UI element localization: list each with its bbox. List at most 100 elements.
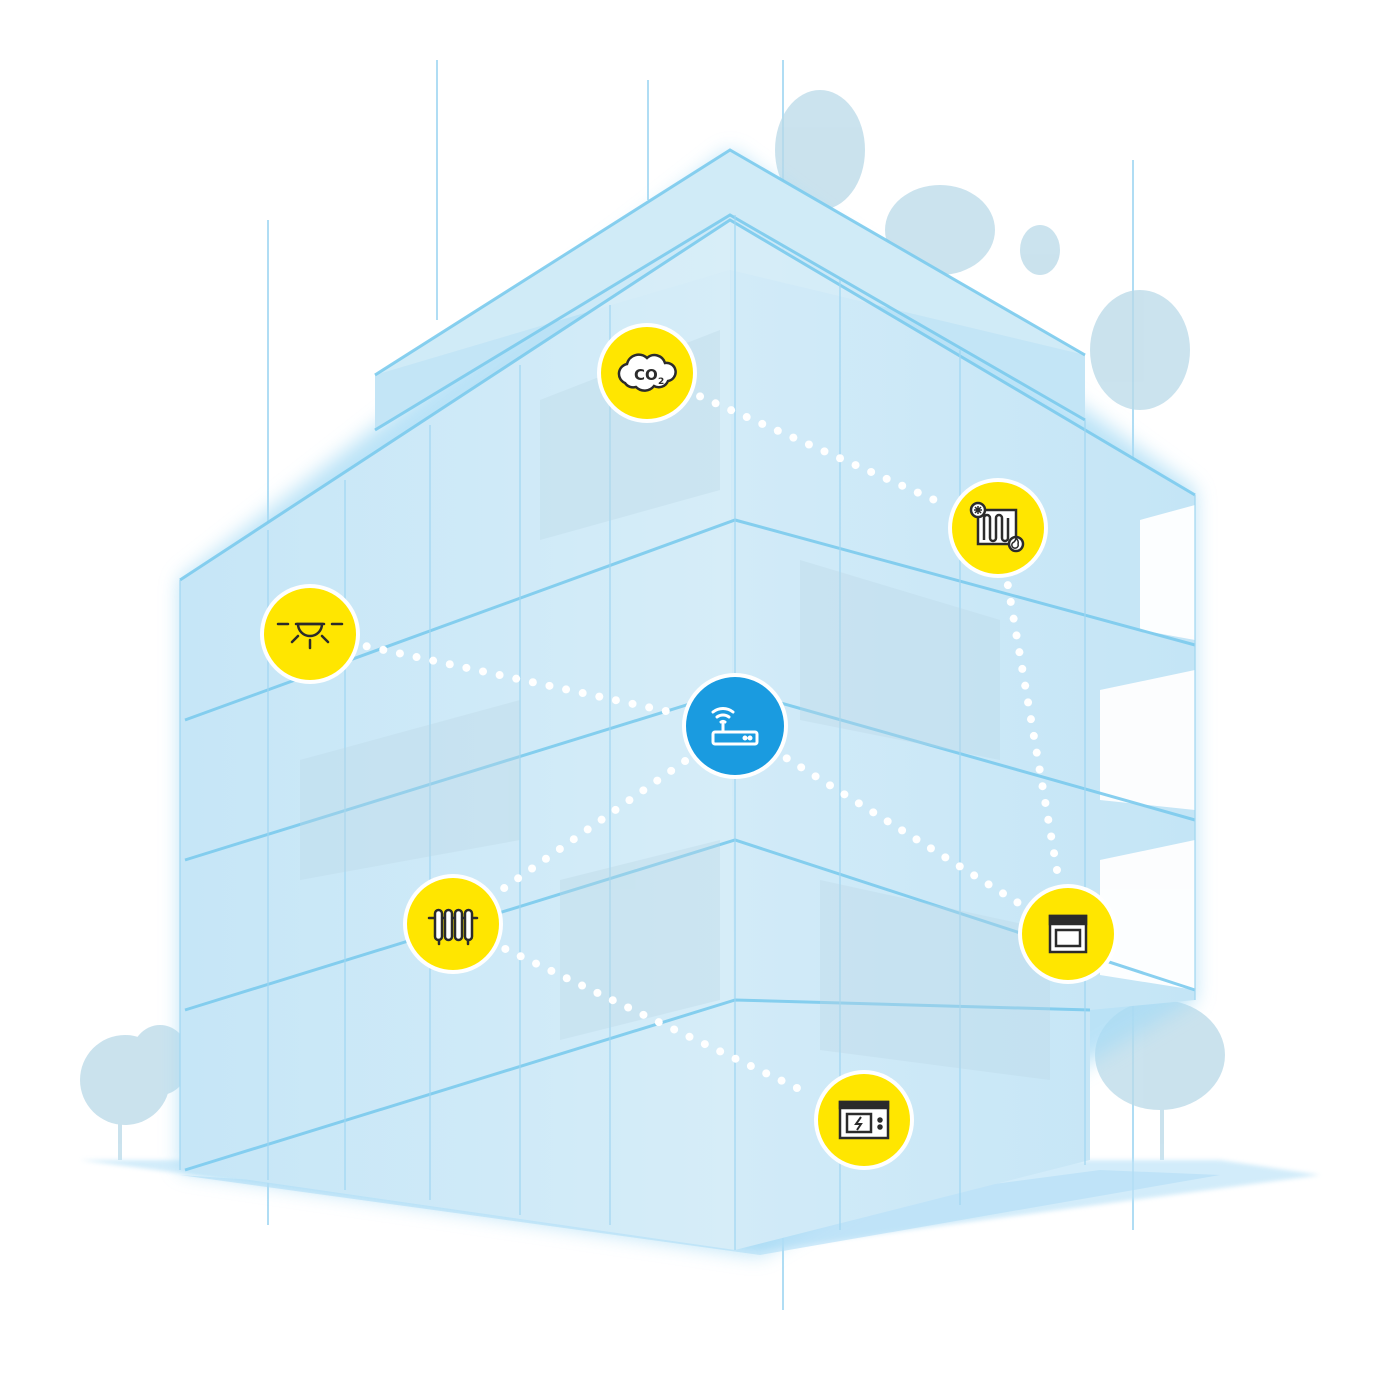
heating-cooling-node[interactable] [948, 478, 1048, 578]
connection-dot [670, 1025, 679, 1034]
connection-dot [912, 835, 921, 844]
connection-dot [792, 1083, 801, 1092]
connection-dot [883, 817, 892, 826]
connection-dot [597, 815, 606, 824]
connection-dot [532, 959, 541, 968]
connection-dot [412, 653, 421, 662]
electric-meter-node[interactable] [814, 1070, 914, 1170]
connection-dot [562, 974, 571, 983]
connection-dot [825, 781, 834, 790]
connection-dot [478, 667, 487, 676]
connection-light-hub [362, 642, 670, 716]
connection-dot [1013, 898, 1022, 907]
connection-dot [661, 707, 670, 716]
connection-dot [1038, 782, 1047, 791]
connection-dot [628, 699, 637, 708]
connection-dot [1003, 581, 1012, 590]
connection-dot [869, 808, 878, 817]
connection-dot [395, 649, 404, 658]
connection-dot [569, 835, 578, 844]
heating-cooling-icon [969, 501, 1025, 553]
wifi-router-hub[interactable] [682, 673, 788, 779]
connection-dot [429, 656, 438, 665]
connection-dot [797, 763, 806, 772]
connection-dot [1050, 849, 1059, 858]
connection-dot [685, 1032, 694, 1041]
connection-dot [926, 844, 935, 853]
electric-meter-icon [838, 1100, 890, 1140]
connection-dot [804, 440, 813, 449]
connection-dot [562, 685, 571, 694]
connection-dot [611, 805, 620, 814]
connection-dot [555, 844, 564, 853]
connection-dot [898, 826, 907, 835]
ceiling-light-node[interactable] [260, 584, 360, 684]
connection-radiator-meter [501, 944, 801, 1092]
connection-dot [898, 481, 907, 490]
connection-dot [742, 413, 751, 422]
connection-dot [696, 392, 705, 401]
co2-label: CO [634, 366, 658, 384]
connection-dot [639, 786, 648, 795]
connection-dot [1009, 614, 1018, 623]
window-blind-icon [1048, 914, 1088, 954]
connection-dot [362, 642, 371, 651]
connection-dot [495, 671, 504, 680]
connection-dot [851, 461, 860, 470]
connection-dot [624, 1003, 633, 1012]
connection-dot [1047, 832, 1056, 841]
connection-dot [1032, 748, 1041, 757]
connection-dot [528, 864, 537, 873]
connection-dot [1052, 865, 1061, 874]
connection-dot [1041, 798, 1050, 807]
co2-sensor-icon [617, 353, 677, 392]
connection-dot [583, 825, 592, 834]
connection-dot [955, 862, 964, 871]
connection-dot [840, 790, 849, 799]
connection-dot [746, 1062, 755, 1071]
connection-dot [500, 884, 509, 893]
connection-dot [1015, 648, 1024, 657]
connection-dot [462, 663, 471, 672]
connection-dot [1035, 765, 1044, 774]
connection-dot [654, 1018, 663, 1027]
connection-dot [727, 406, 736, 415]
connection-dot [645, 703, 654, 712]
connection-dot [854, 799, 863, 808]
connection-dot [541, 854, 550, 863]
connection-dot [716, 1047, 725, 1056]
window-blind-node[interactable] [1018, 884, 1118, 984]
wifi-router-icon [711, 707, 759, 746]
connection-dot [820, 447, 829, 456]
connection-dot [731, 1054, 740, 1063]
connection-heatpump-blind [1003, 581, 1061, 874]
connection-dot [501, 944, 510, 953]
connection-dot [1024, 698, 1033, 707]
device-nodes: CO 2 [260, 323, 1118, 1170]
connection-dot [547, 966, 556, 975]
connection-dot [999, 889, 1008, 898]
connection-dot [782, 754, 791, 763]
connection-dot [700, 1040, 709, 1049]
connection-dot [1044, 815, 1053, 824]
co2-subscript: 2 [658, 377, 664, 387]
connection-dot [836, 454, 845, 463]
connection-dot [514, 874, 523, 883]
ceiling-light-icon [276, 622, 344, 650]
connection-dot [789, 433, 798, 442]
connection-dot [777, 1076, 786, 1085]
radiator-node[interactable] [403, 874, 503, 974]
co2-sensor-node[interactable]: CO 2 [597, 323, 697, 423]
connection-dot [516, 952, 525, 961]
connection-co2-heatpump [696, 392, 938, 504]
connection-dot [1021, 681, 1030, 690]
connection-dot [379, 645, 388, 654]
network-connections [362, 392, 1061, 1092]
connection-dot [929, 495, 938, 504]
connection-dot [595, 692, 604, 701]
connection-dot [867, 467, 876, 476]
connection-dot [611, 696, 620, 705]
connection-dot [608, 996, 617, 1005]
connection-dot [711, 399, 720, 408]
